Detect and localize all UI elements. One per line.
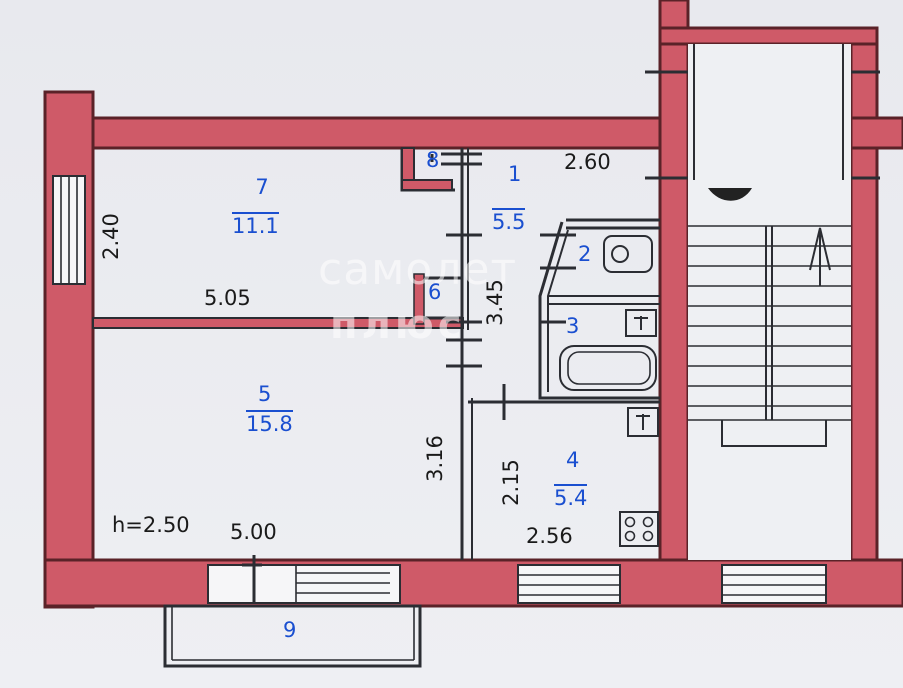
stairwell-left-wall: [658, 0, 690, 562]
dimension-3-16: 3.16: [422, 435, 447, 482]
room-2-number: 2: [578, 242, 592, 266]
room-1-area-text: 5.5: [492, 208, 526, 234]
dimension-3-45: 3.45: [482, 279, 507, 326]
room-5-number: 5: [258, 382, 272, 406]
balcony: [163, 604, 422, 668]
room-5-area-text: 15.8: [246, 410, 293, 436]
stair-arrow-icon: [809, 227, 831, 286]
room-6-number: 6: [428, 280, 442, 304]
bathtub-icon: [559, 345, 657, 391]
bottom-window-1: [207, 564, 401, 604]
toilet-icon: [603, 235, 653, 273]
room-1-area: 5.5: [492, 208, 526, 234]
dimension-2-15: 2.15: [498, 459, 523, 506]
room-4-area-text: 5.4: [554, 484, 588, 510]
room-1-number: 1: [508, 162, 522, 186]
ceiling-height: h=2.50: [112, 513, 190, 537]
room-5-area: 15.8: [246, 410, 293, 435]
room-4-area: 5.4: [554, 484, 588, 510]
stairwell-top-wall: [658, 26, 879, 46]
sink-icon: [625, 309, 657, 337]
room-7-number-text: 7: [255, 175, 269, 199]
stairwell-fixture-icon: [708, 188, 752, 201]
dimension-2-60: 2.60: [564, 150, 611, 174]
dimension-5-00: 5.00: [230, 520, 277, 544]
left-wall: [43, 90, 95, 609]
staircase: [688, 44, 851, 560]
room-8-number: 8: [426, 148, 440, 172]
room-7-number: 7: [242, 177, 282, 198]
watermark-top: самолет: [318, 244, 518, 295]
dimension-2-40: 2.40: [98, 213, 123, 260]
right-top-wall: [849, 116, 903, 150]
room-7-area-text: 11.1: [232, 212, 279, 238]
stove-icon: [619, 511, 659, 547]
dimension-5-05: 5.05: [204, 286, 251, 310]
watermark-bottom: плюс: [330, 302, 466, 348]
dimension-2-56: 2.56: [526, 524, 573, 548]
room-7-area: 11.1: [232, 212, 279, 237]
room-3-number: 3: [566, 314, 580, 338]
kitchen-sink-icon: [627, 407, 659, 437]
room-4-number: 4: [566, 448, 580, 472]
room-9-number: 9: [283, 618, 297, 642]
top-wall: [43, 116, 685, 150]
stairwell-right-wall: [849, 26, 879, 562]
bottom-window-2: [517, 564, 621, 604]
bottom-window-3: [721, 564, 827, 604]
